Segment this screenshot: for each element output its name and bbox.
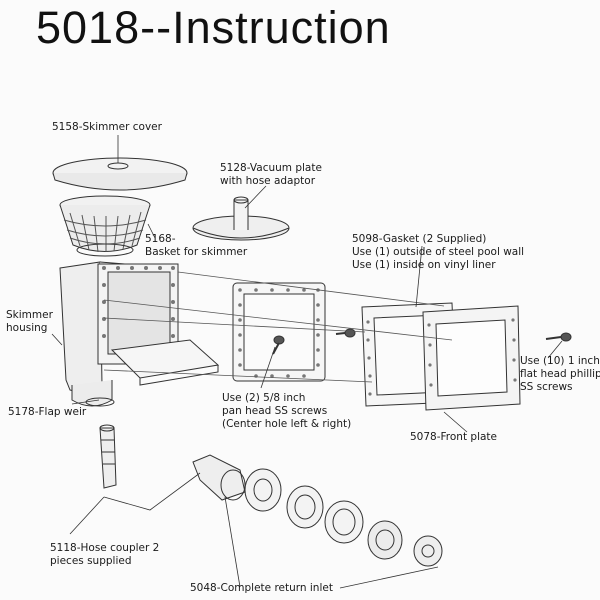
return-inlet-label: 5048-Complete return inlet <box>190 582 333 594</box>
return-inlet-fitting <box>192 454 246 501</box>
return-inlet-ring <box>244 468 282 512</box>
gasket-label: 5098-Gasket (2 Supplied) Use (1) outside… <box>352 233 525 271</box>
assembly-guide-lines <box>103 271 453 383</box>
hose-coupler-label: 5118-Hose coupler 2 pieces supplied <box>50 542 160 567</box>
skimmer-basket <box>59 195 151 257</box>
flat-screws-label: Use (10) 1 inch flat head phillip SS scr… <box>520 355 600 393</box>
return-inlet-ring <box>324 500 364 544</box>
pan-head-screw <box>272 335 285 355</box>
skimmer-cover-label: 5158-Skimmer cover <box>52 121 162 133</box>
skimmer-housing <box>59 261 220 407</box>
pan-screws-label: Use (2) 5/8 inch pan head SS screws (Cen… <box>222 392 352 430</box>
gasket-inner <box>232 282 326 382</box>
hose-coupler <box>99 424 117 489</box>
return-inlet-ring <box>286 485 324 529</box>
skimmer-housing-label: Skimmer housing <box>6 309 53 334</box>
front-plate-label: 5078-Front plate <box>410 431 497 443</box>
basket-label: 5168- Basket for skimmer <box>145 233 248 258</box>
return-inlet-eyeball <box>413 535 443 567</box>
leader-lines <box>51 135 563 589</box>
page-title: 5018--Instruction <box>36 2 391 53</box>
flat-head-screw <box>545 332 572 342</box>
vacuum-plate <box>192 196 290 241</box>
return-inlet-flange <box>367 520 403 560</box>
flap-weir-label: 5178-Flap weir <box>8 406 87 418</box>
skimmer-cover <box>52 157 188 191</box>
front-plate <box>422 305 521 411</box>
vacuum-plate-label: 5128-Vacuum plate with hose adaptor <box>220 162 322 187</box>
